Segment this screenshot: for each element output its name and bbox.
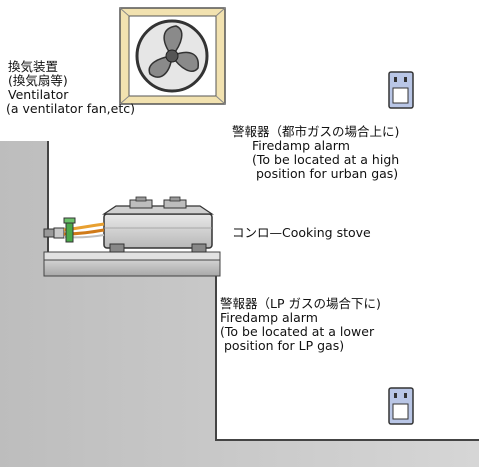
upper-alarm-en3: position for urban gas)	[256, 166, 399, 181]
fan-icon	[119, 7, 226, 105]
lower-alarm-jp: 警報器（LP ガスの場合下に)	[220, 296, 381, 311]
ventilator-en-sub: (a ventilator fan,etc)	[6, 101, 135, 116]
upper-gas-alarm-icon	[388, 71, 414, 109]
lower-alarm-en2: (To be located at a lower	[220, 324, 375, 339]
lower-gas-alarm-icon	[388, 387, 414, 425]
upper-alarm-en1: Firedamp alarm	[252, 138, 350, 153]
stove-label: コンロ—Cooking stove	[232, 225, 371, 240]
counter	[43, 251, 221, 277]
upper-alarm-jp: 警報器（都市ガスの場合上に)	[232, 124, 400, 139]
upper-alarm-en2: (To be located at a high	[252, 152, 400, 167]
lower-alarm-en3: position for LP gas)	[224, 338, 345, 353]
lower-alarm-label: 警報器（LP ガスの場合下に) Firedamp alarm (To be lo…	[220, 297, 381, 353]
stove-icon	[102, 196, 214, 253]
ventilator-jp-sub: (換気扇等)	[8, 73, 68, 88]
ventilator-label: 換気装置 (換気扇等) Ventilator (a ventilator fan…	[6, 59, 135, 116]
valve-icon	[63, 217, 76, 243]
wall-structure	[0, 141, 479, 467]
gas-hose	[43, 222, 105, 239]
upper-alarm-label: 警報器（都市ガスの場合上に) Firedamp alarm (To be loc…	[232, 125, 399, 181]
lower-alarm-en1: Firedamp alarm	[220, 310, 318, 325]
ventilator-jp: 換気装置	[8, 59, 59, 74]
ventilator-en: Ventilator	[8, 87, 69, 102]
